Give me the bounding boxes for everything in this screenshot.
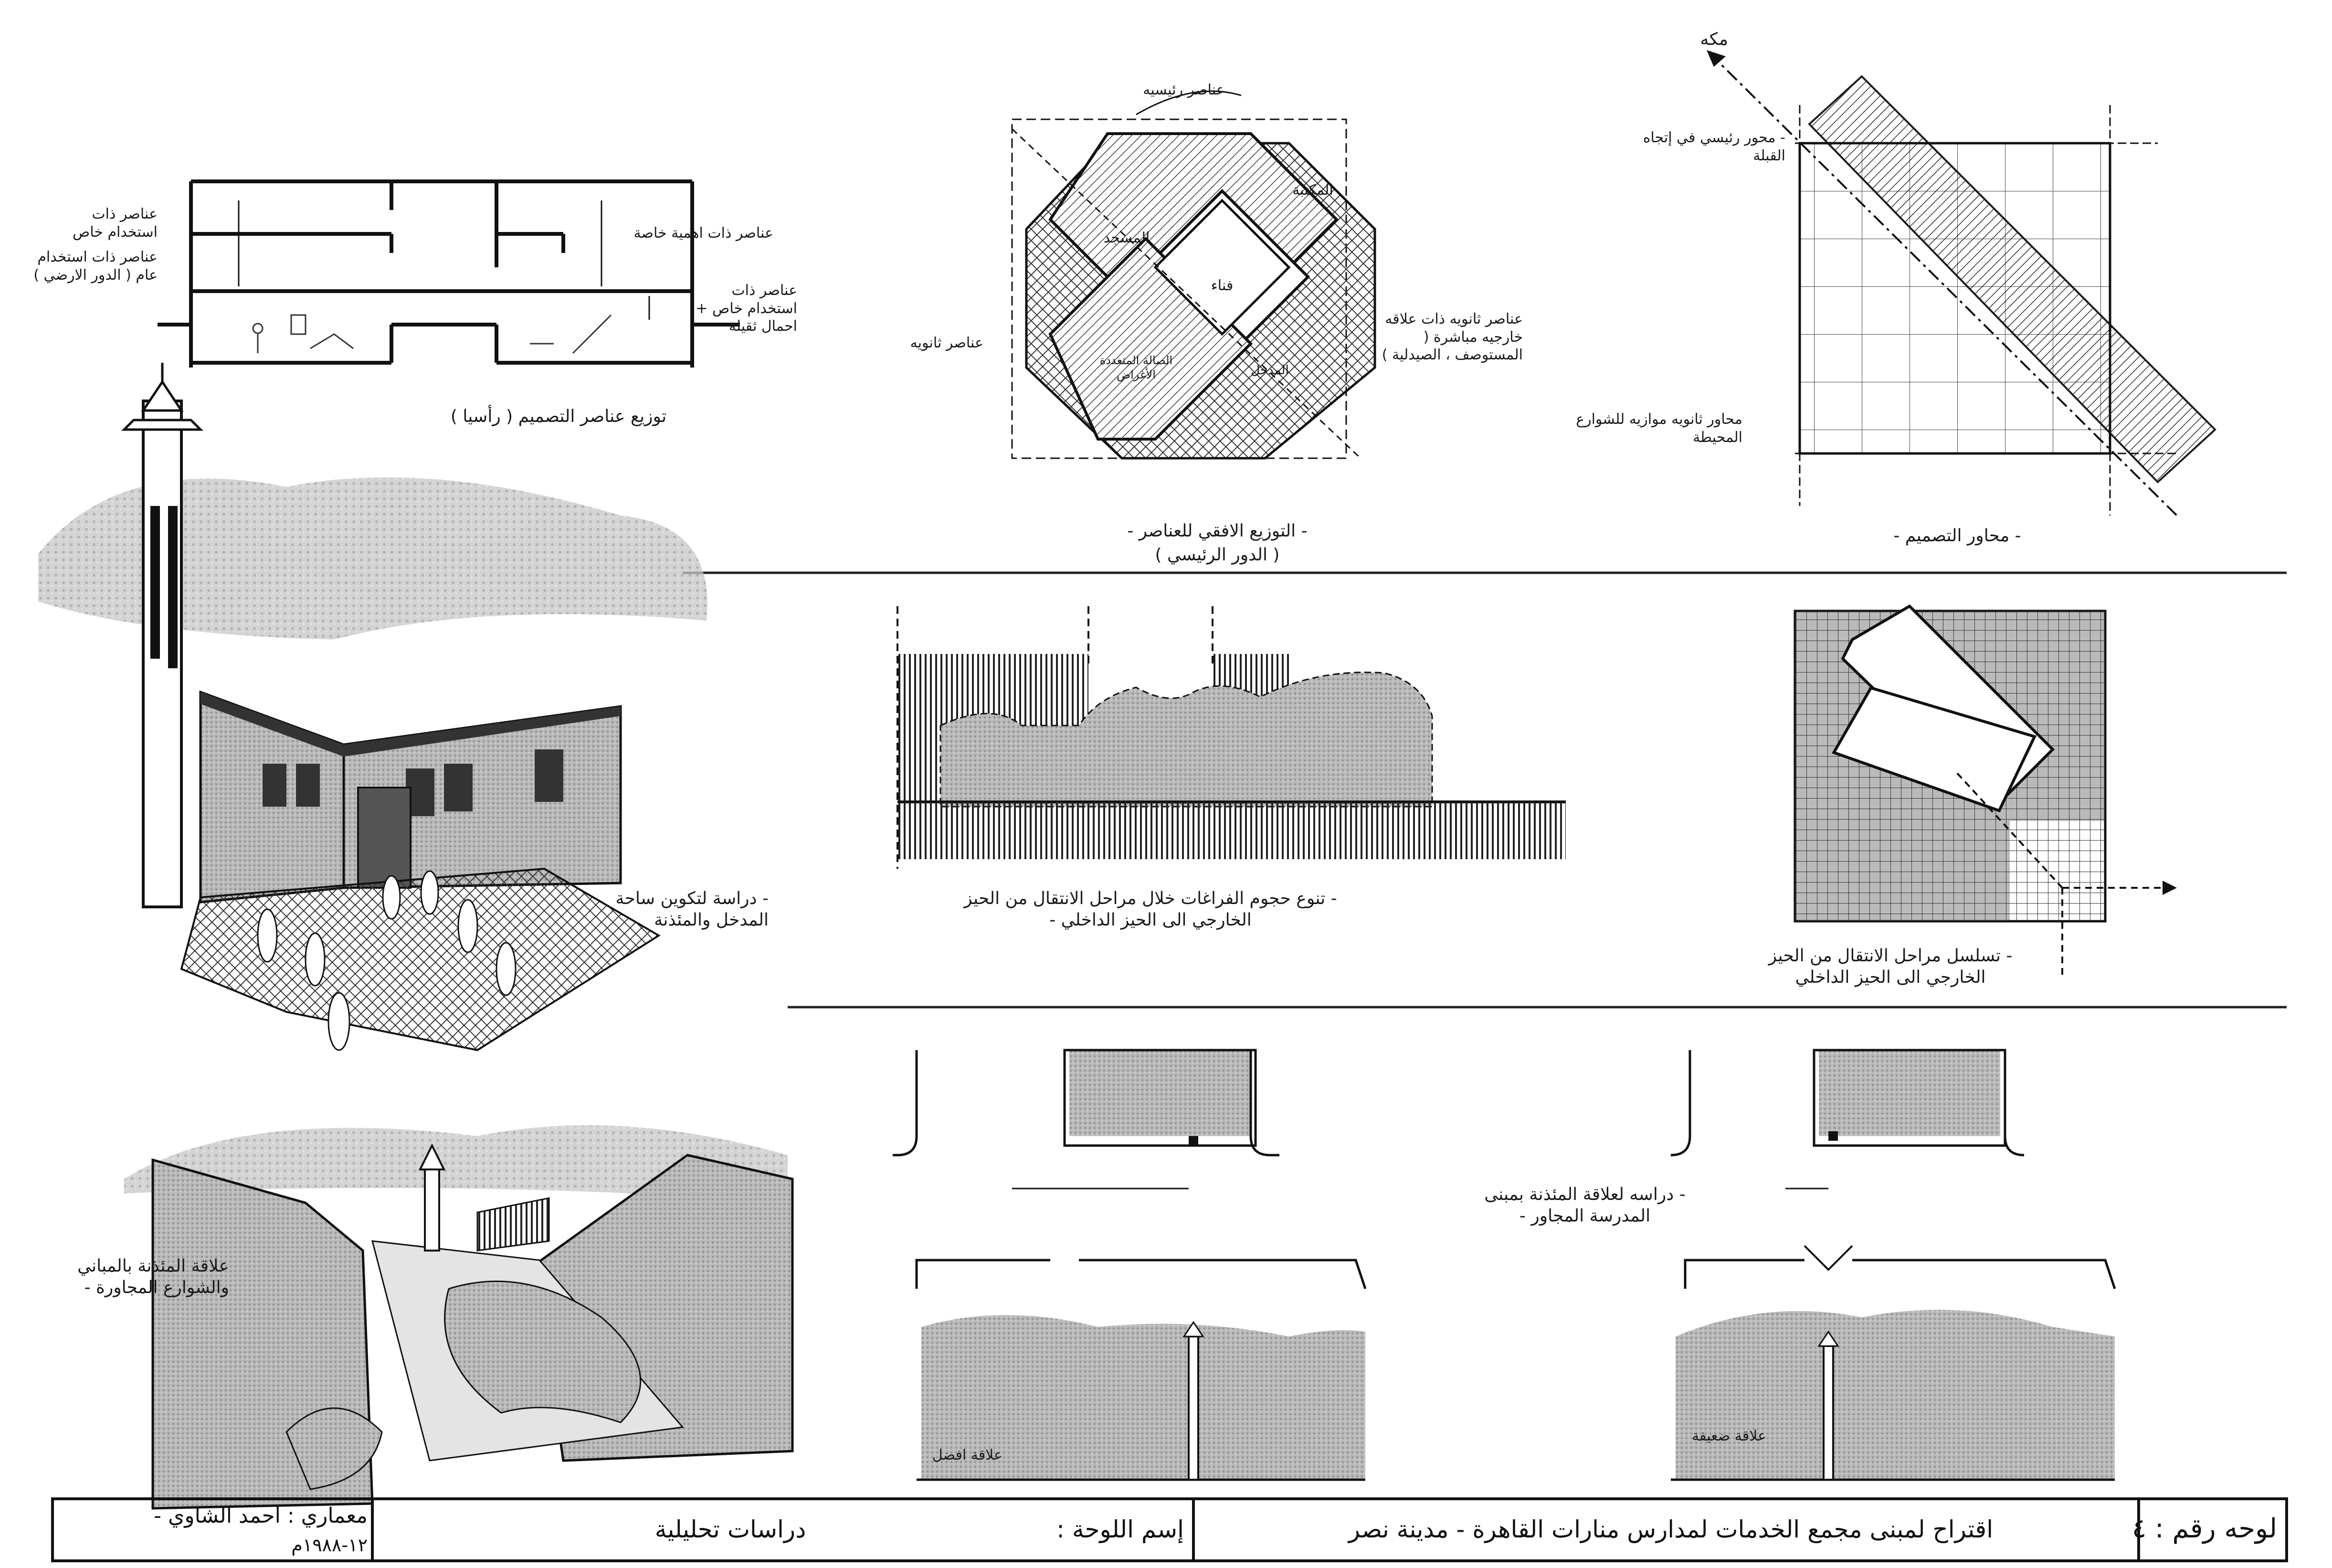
drawing-date: ١٢-١٩٨٨م xyxy=(291,1535,368,1556)
label-public-use-elements: عناصر ذات استخدام عام ( الدور الارضي ) xyxy=(33,249,158,284)
vertical-section-drawing xyxy=(158,179,740,368)
label-main-axis: - محور رئيسي في إتجاه القبلة xyxy=(1643,129,1785,164)
transition-caption: - تسلسل مراحل الانتقال من الحيز الخارجي … xyxy=(1768,946,2013,987)
label-weak-relationship: علاقة ضعيفة xyxy=(1691,1428,1766,1444)
label-heavy-loads-elements: عناصر ذات استخدام خاص + احمال ثقيلة xyxy=(696,282,797,335)
label-mosque: المسجد xyxy=(1103,230,1150,246)
label-courtyard: فناء xyxy=(1211,277,1234,294)
section-caption: توزيع عناصر التصميم ( رأسيا ) xyxy=(450,407,667,426)
transition-plan-drawing xyxy=(1794,604,2177,979)
street-perspective-sketch xyxy=(124,1125,794,1510)
label-main-elements: عناصر رئيسيه xyxy=(1143,82,1225,98)
minaret-caption: - دراسه لعلاقة المئذنة بمبنى المدرسة الم… xyxy=(1484,1185,1686,1226)
label-makkah: مكه xyxy=(1700,30,1728,49)
entrance-perspective-sketch xyxy=(38,363,707,1052)
label-street-relationship: علاقة المئذنة بالمباني والشوارع المجاورة… xyxy=(77,1256,229,1297)
sheet-number: لوحه رقم : ٤ xyxy=(2132,1513,2277,1544)
plan-subcaption: ( الدور الرئيسي ) xyxy=(1155,545,1280,565)
board-name: دراسات تحليلية xyxy=(654,1515,806,1543)
label-secondary-elements: عناصر ثانويه xyxy=(910,335,983,351)
axes-caption: - محاور التصميم - xyxy=(1893,526,2021,546)
label-entrance-study: - دراسة لتكوين ساحة المدخل والمئذنة xyxy=(615,889,769,930)
label-special-importance-elements: عناصر ذات اهمية خاصة xyxy=(633,225,773,242)
architect-name: معماري : احمد الشاوي - xyxy=(154,1504,368,1528)
section-figures xyxy=(252,314,612,354)
spaces-caption: - تنوع حجوم الفراغات خلال مراحل الانتقال… xyxy=(964,889,1337,930)
horizontal-plan-drawing xyxy=(1011,90,1376,460)
label-private-use-elements: عناصر ذات استخدام خاص xyxy=(72,206,158,241)
label-entrance: المدخل xyxy=(1251,363,1289,378)
plan-caption: - التوزيع الافقي للعناصر - xyxy=(1127,521,1308,541)
label-secondary-axes: محاور ثانويه موازيه للشوارع المحيطة xyxy=(1576,411,1742,446)
label-better-relationship: علاقة افضل xyxy=(932,1447,1002,1463)
design-axes-drawing xyxy=(1707,50,2216,516)
minaret-relationship-drawings xyxy=(893,1049,2116,1481)
label-library: المكتبة xyxy=(1292,182,1333,199)
board-name-label: إسم اللوحة : xyxy=(1056,1515,1184,1543)
label-secondary-external-elements: عناصر ثانويه ذات علاقه خارجيه مباشرة ( ا… xyxy=(1382,311,1523,363)
space-volumes-drawing xyxy=(897,606,1566,869)
project-title: اقتراح لمبنى مجمع الخدمات لمدارس منارات … xyxy=(1348,1515,1994,1543)
label-multipurpose-hall: الصالة المتعددة الأغراض xyxy=(1099,354,1173,381)
title-block xyxy=(51,1497,2288,1562)
